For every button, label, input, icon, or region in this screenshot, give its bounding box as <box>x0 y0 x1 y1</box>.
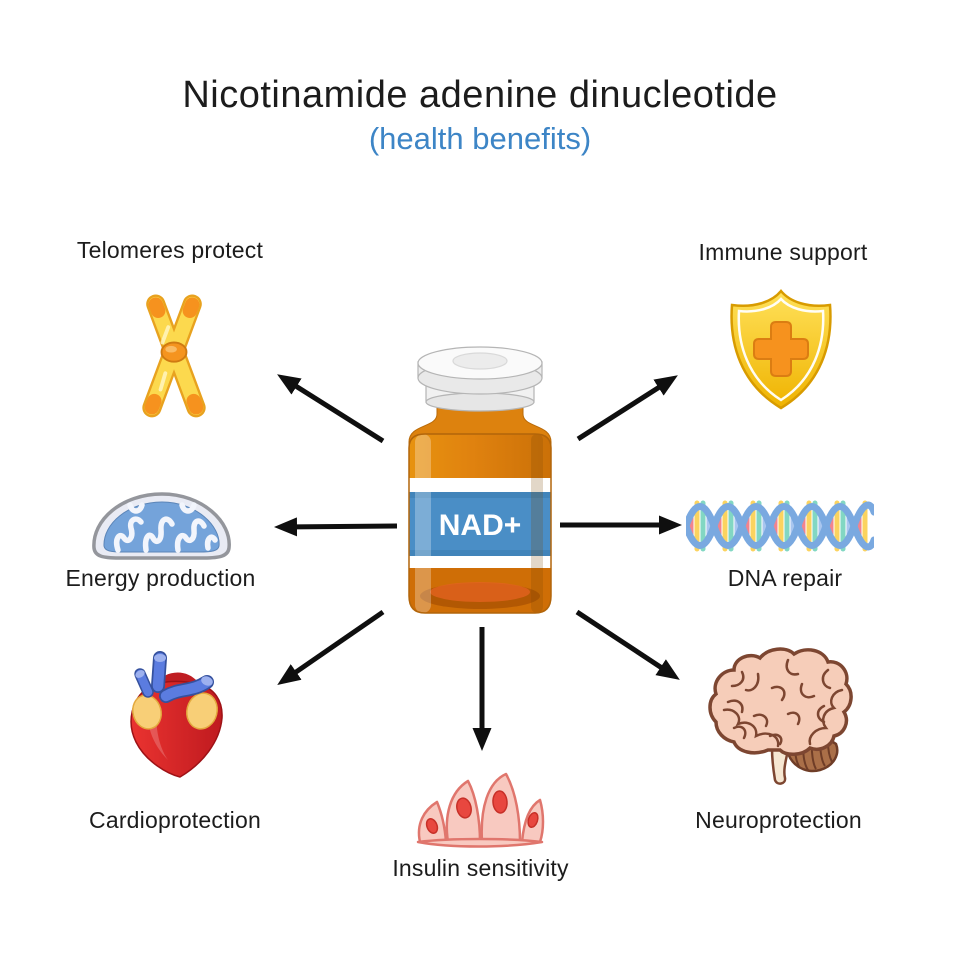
shield-cross-icon <box>722 286 840 414</box>
benefit-label-insulin: Insulin sensitivity <box>392 855 569 881</box>
heart-icon <box>110 650 245 780</box>
pancreas-cells-icon <box>410 764 546 848</box>
benefit-label-neuro: Neuroprotection <box>695 807 862 833</box>
brain-icon <box>698 644 858 786</box>
benefit-label-energy: Energy production <box>65 565 256 591</box>
arrow-to-immune <box>576 375 678 442</box>
page-subtitle: (health benefits) <box>368 121 592 156</box>
benefit-label-immune: Immune support <box>698 239 868 265</box>
chromosome-icon <box>126 282 222 426</box>
arrow-to-cardio <box>277 609 385 685</box>
vial-label: NAD+ <box>439 509 522 542</box>
page-title: Nicotinamide adenine dinucleotide <box>182 74 778 116</box>
benefit-label-telomeres: Telomeres protect <box>76 237 264 263</box>
arrow-to-neuro <box>575 609 680 680</box>
nad-vial-icon: NAD+ <box>403 344 557 618</box>
benefit-label-dna: DNA repair <box>727 565 843 591</box>
arrow-to-energy <box>274 517 398 537</box>
benefit-label-cardio: Cardioprotection <box>89 807 261 833</box>
dna-helix-icon <box>686 494 874 558</box>
mitochondria-icon <box>84 486 239 564</box>
arrow-to-telomeres <box>277 374 385 444</box>
